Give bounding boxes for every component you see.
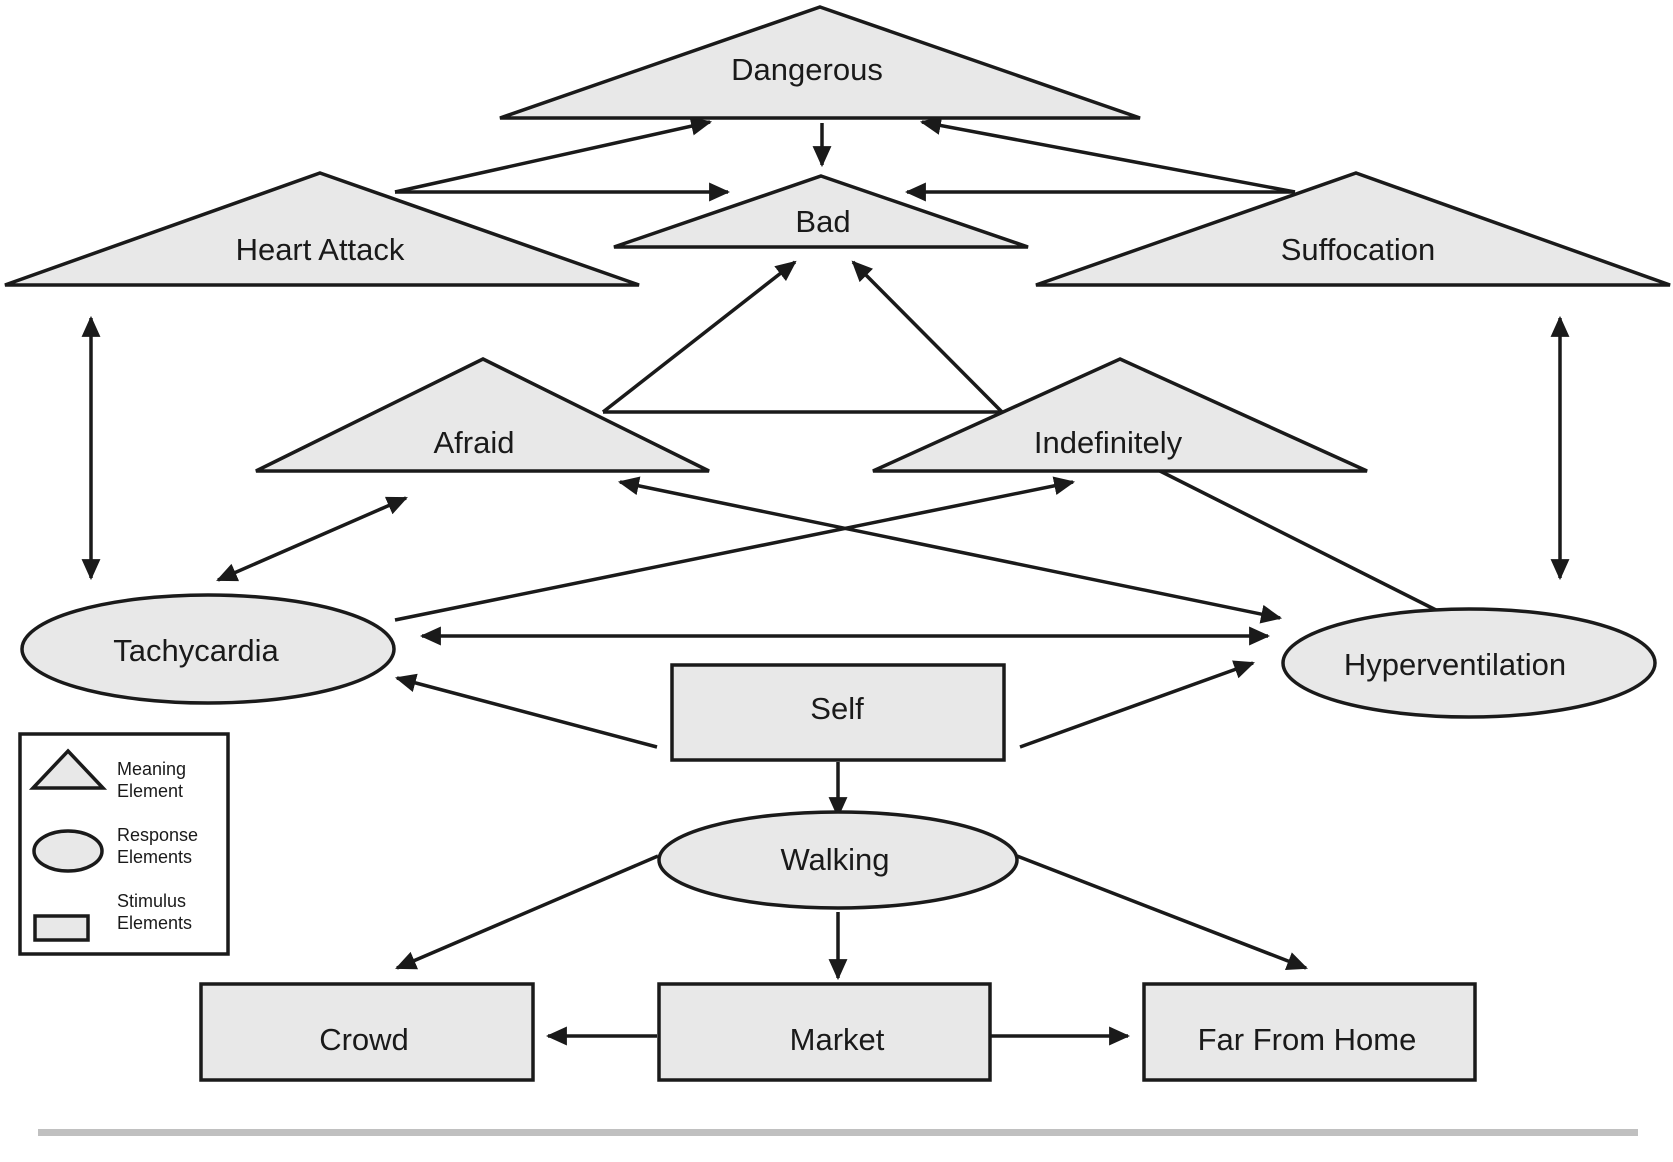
legend-label-meaning-line1: Meaning	[117, 759, 186, 779]
node-hyperventilation: Hyperventilation	[1281, 607, 1657, 719]
ellipse-icon	[32, 829, 104, 873]
triangle-shape	[255, 357, 710, 473]
ellipse-shape	[657, 810, 1019, 910]
node-dangerous: Dangerous	[499, 5, 1141, 120]
edge-self-to-tachycardia	[394, 673, 658, 749]
node-label-bad: Bad	[795, 204, 850, 239]
legend-label-stimulus-line2: Elements	[117, 913, 192, 933]
edge-indefinitely-to-bad	[851, 260, 1004, 414]
rectangle-shape	[1142, 982, 1477, 1082]
edge-walking-to-crowd	[395, 854, 659, 970]
node-label-heart-attack: Heart Attack	[236, 232, 405, 267]
edges	[81, 116, 1570, 1046]
edge-tachycardia-afraid	[216, 496, 408, 582]
node-afraid: Afraid	[255, 357, 710, 473]
node-label-afraid: Afraid	[434, 425, 515, 460]
node-far-from-home: Far From Home	[1142, 982, 1477, 1082]
node-suffocation: Suffocation	[1035, 171, 1671, 287]
legend-label-response-line2: Elements	[117, 847, 192, 867]
node-tachycardia: Tachycardia	[20, 593, 396, 705]
triangle-shape	[499, 5, 1141, 120]
ellipse-shape	[1281, 607, 1657, 719]
node-label-market: Market	[790, 1022, 885, 1057]
rectangle-icon	[33, 914, 90, 942]
edge-tachycardia-to-indefinitely	[394, 476, 1076, 622]
legend-label-meaning-line2: Element	[117, 781, 183, 801]
node-market: Market	[657, 982, 992, 1082]
rectangle-shape	[670, 663, 1006, 762]
legend-label-response-line1: Response	[117, 825, 198, 845]
bottom-divider	[38, 1129, 1638, 1136]
edge-afraid-to-bad	[601, 260, 797, 414]
edge-indefinitely-hyperventilation	[1157, 468, 1437, 612]
node-indefinitely: Indefinitely	[872, 357, 1368, 473]
edge-suffocation-to-dangerous	[919, 116, 1296, 194]
node-label-indefinitely: Indefinitely	[1034, 425, 1183, 460]
node-label-self: Self	[810, 691, 864, 726]
node-label-tachycardia: Tachycardia	[113, 633, 279, 668]
node-label-far-from-home: Far From Home	[1198, 1022, 1417, 1057]
triangle-shape	[4, 171, 640, 287]
node-bad: Bad	[613, 174, 1029, 249]
legend: Meaning Element Response Elements Stimul…	[18, 732, 230, 956]
node-label-crowd: Crowd	[319, 1022, 409, 1057]
rectangle-shape	[657, 982, 992, 1082]
edge-heart-attack-to-dangerous	[394, 116, 713, 194]
edge-walking-to-far-from-home	[1016, 854, 1308, 970]
triangle-shape	[1035, 171, 1671, 287]
node-heart-attack: Heart Attack	[4, 171, 640, 287]
node-label-dangerous: Dangerous	[731, 52, 883, 87]
rectangle-shape	[199, 982, 535, 1082]
edge-self-to-hyperventilation	[1019, 660, 1255, 749]
ellipse-shape	[20, 593, 396, 705]
node-self: Self	[670, 663, 1006, 762]
triangle-shape	[872, 357, 1368, 473]
legend-label-stimulus-line1: Stimulus	[117, 891, 186, 911]
node-crowd: Crowd	[199, 982, 535, 1082]
triangle-icon	[28, 748, 108, 790]
node-label-suffocation: Suffocation	[1281, 232, 1436, 267]
node-walking: Walking	[657, 810, 1019, 910]
edge-afraid-hyperventilation	[617, 476, 1283, 624]
node-label-hyperventilation: Hyperventilation	[1344, 647, 1566, 682]
triangle-shape	[613, 174, 1029, 249]
node-label-walking: Walking	[780, 842, 889, 877]
